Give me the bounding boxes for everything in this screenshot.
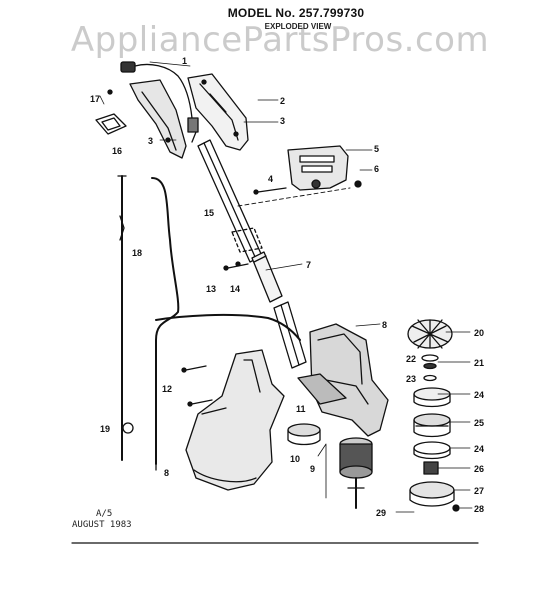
callout-10: 10 — [290, 454, 300, 464]
power-cord — [151, 177, 180, 465]
callout-29: 29 — [376, 508, 386, 518]
callout-3a: 3 — [280, 116, 285, 126]
drive-shaft — [117, 175, 134, 461]
callout-25: 25 — [474, 418, 484, 428]
callout-7: 7 — [306, 260, 311, 270]
callout-21: 21 — [474, 358, 484, 368]
callout-23: 23 — [406, 374, 416, 384]
cord-clip — [95, 113, 127, 135]
footer-date: AUGUST 1983 — [72, 520, 132, 530]
callout-17: 17 — [90, 94, 100, 104]
assist-handle — [287, 145, 349, 191]
diagram-title: MODEL No. 257.799730 — [227, 6, 365, 20]
callout-24a: 24 — [474, 390, 484, 400]
motor-housing — [297, 323, 389, 437]
callout-2: 2 — [280, 96, 285, 106]
callout-26: 26 — [474, 464, 484, 474]
callout-28: 28 — [474, 504, 484, 514]
watermark: AppliancePartsPros.com — [70, 20, 490, 60]
guard-shield — [185, 349, 285, 491]
tube-upper — [197, 139, 263, 263]
callout-9: 9 — [310, 464, 315, 474]
tube-coupler — [251, 251, 283, 303]
callout-4: 4 — [268, 174, 273, 184]
callout-6: 6 — [374, 164, 379, 174]
footer-code: A/5 — [96, 509, 113, 519]
motor — [339, 437, 373, 509]
spool-assembly — [409, 387, 455, 507]
callout-12: 12 — [162, 384, 172, 394]
upper-handle — [187, 73, 249, 151]
callout-22: 22 — [406, 354, 416, 364]
callout-1: 1 — [182, 56, 187, 66]
nut-6 — [354, 180, 362, 188]
callout-8a: 8 — [382, 320, 387, 330]
callout-15: 15 — [204, 208, 214, 218]
callout-13: 13 — [206, 284, 216, 294]
screw-4 — [257, 187, 287, 193]
tube-lower — [273, 301, 307, 369]
callout-11: 11 — [296, 404, 306, 414]
callout-27: 27 — [474, 486, 484, 496]
callout-19: 19 — [100, 424, 110, 434]
callout-24b: 24 — [474, 444, 484, 454]
callout-3b: 3 — [148, 136, 153, 146]
callout-8b: 8 — [164, 468, 169, 478]
callout-20: 20 — [474, 328, 484, 338]
callout-14: 14 — [230, 284, 240, 294]
callout-5: 5 — [374, 144, 379, 154]
callout-18: 18 — [132, 248, 142, 258]
bearing — [287, 423, 321, 446]
switch-cord — [120, 61, 199, 143]
callout-16: 16 — [112, 146, 122, 156]
fan — [407, 319, 453, 349]
handle-half-left — [129, 79, 187, 159]
diagram-subtitle: EXPLODED VIEW — [264, 22, 332, 31]
